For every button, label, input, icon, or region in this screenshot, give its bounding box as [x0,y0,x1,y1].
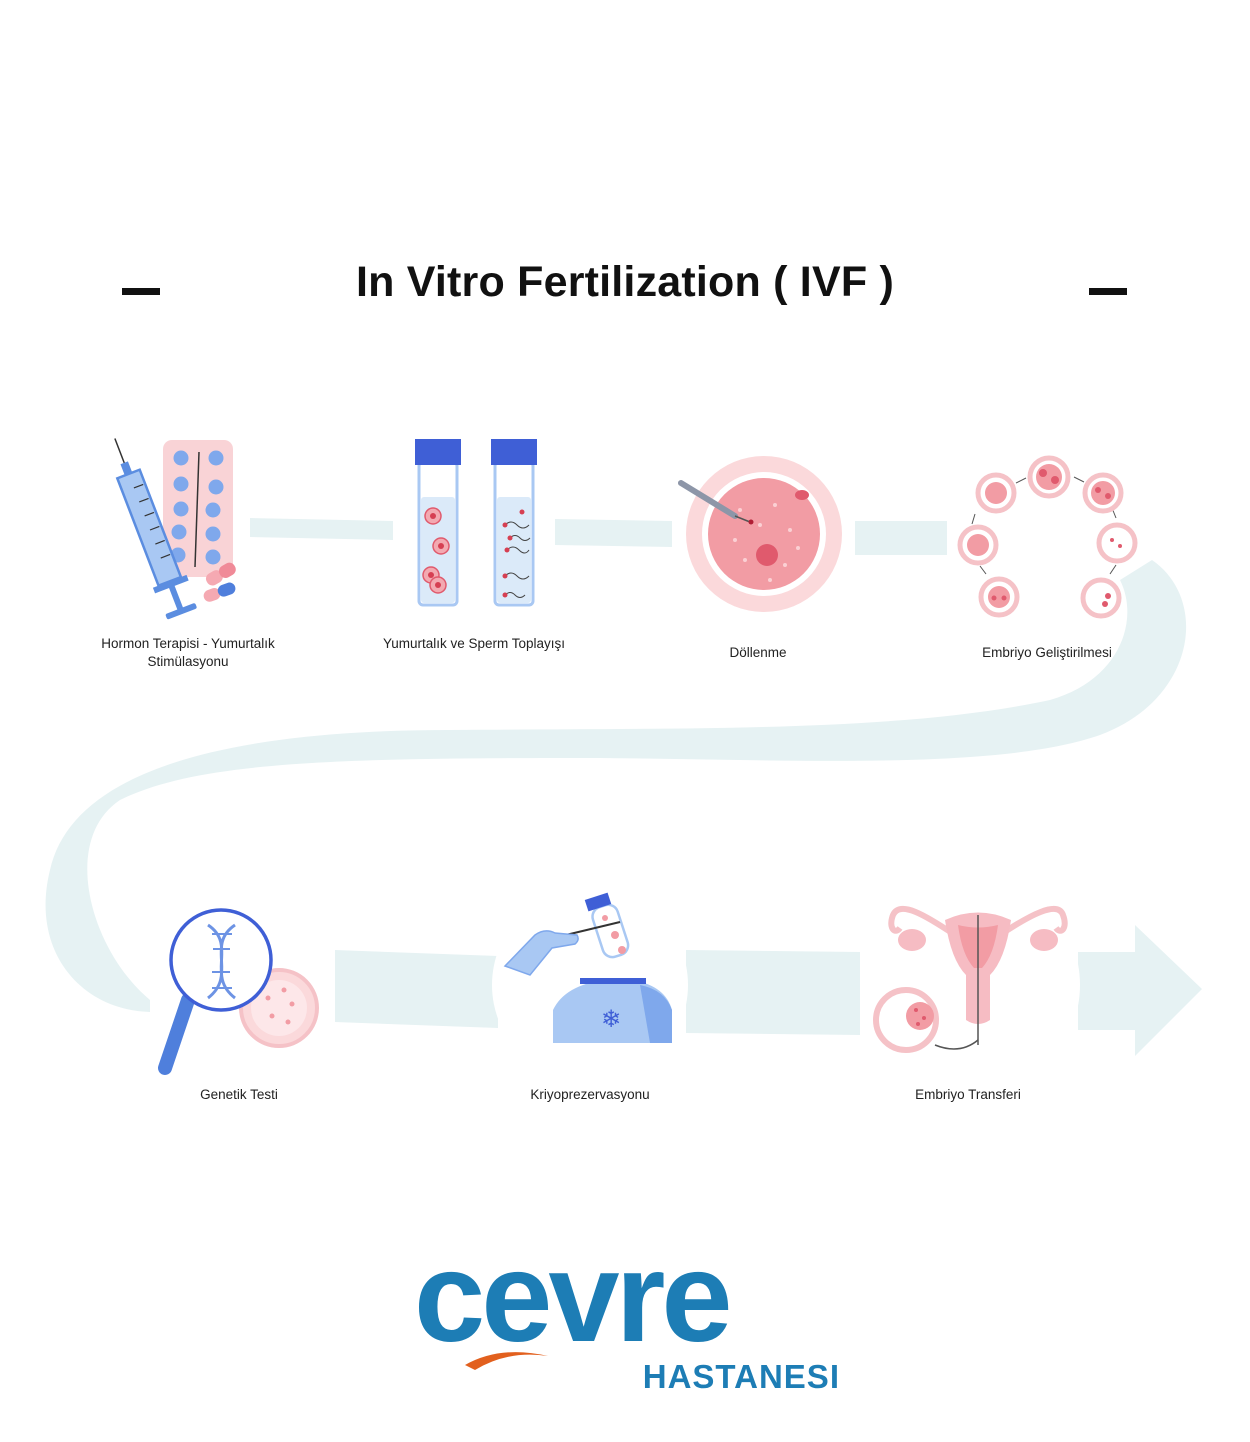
logo-swoosh [465,1352,548,1370]
egg-fertilization-icon [678,456,842,612]
step-label-genetic-test: Genetik Testi [200,1087,278,1102]
page-title: In Vitro Fertilization ( IVF ) [356,258,894,306]
syringe-pills-icon [114,438,236,620]
svg-text:❄: ❄ [601,1005,621,1033]
test-tubes-icon [415,439,537,607]
logo-wordmark: cevre [414,1226,733,1369]
logo-subtitle: HASTANESI [642,1358,840,1395]
embryo-development-icon [957,455,1138,619]
dna-magnifier-icon [158,908,319,1075]
title-dash-left [122,288,160,295]
step-label-transfer: Embriyo Transferi [915,1087,1021,1102]
step-label-fertilization: Döllenme [729,645,787,660]
cryo-freezer-icon: ❄ [503,892,672,1043]
title-dash-right [1089,288,1127,295]
step-label-cryo: Kriyoprezervasyonu [530,1087,650,1102]
flow-path [45,518,1202,1056]
step-label-collection: Yumurtalık ve Sperm Toplayışı [382,636,566,651]
step-label-hormone: Hormon Terapisi - Yumurtalık Stimülasyon… [101,636,275,669]
uterus-icon [873,905,1068,1053]
step-label-embryo-development: Embriyo Geliştirilmesi [982,645,1112,660]
